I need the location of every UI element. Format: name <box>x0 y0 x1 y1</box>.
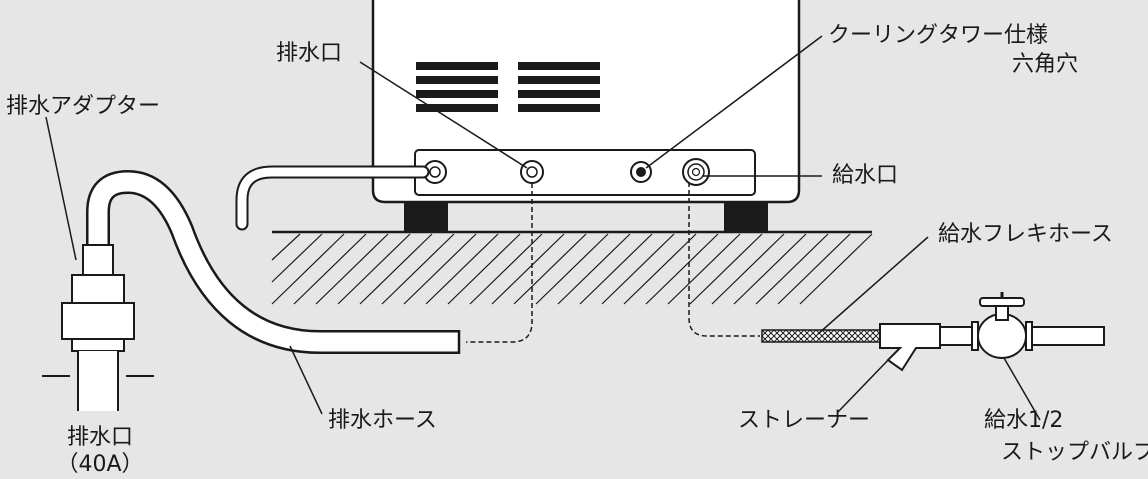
floor-hatch-line <box>271 233 345 305</box>
floor-hatch-line <box>689 233 763 305</box>
label-drain-adapter: 排水アダプター <box>6 94 161 119</box>
floor-hatch-line <box>315 233 389 305</box>
drain-hose <box>86 169 461 354</box>
floor-hatch-line <box>711 233 785 305</box>
floor-hatch-line <box>447 233 521 305</box>
label-supply-size: 給水1/2 <box>984 408 1064 433</box>
floor-hatch-line <box>667 233 741 305</box>
label-hex-hole: 六角穴 <box>1012 52 1079 77</box>
floor-hatch-line <box>513 233 587 305</box>
floor-hatch-line <box>491 233 565 305</box>
label-drain-hose: 排水ホース <box>328 408 437 433</box>
floor-hatch-line <box>623 233 697 305</box>
strainer-body <box>879 323 941 372</box>
floor-hatch-line <box>271 233 301 261</box>
floor-hatch-line <box>535 233 609 305</box>
label-stop-valve: ストップバルブ <box>1001 440 1148 465</box>
floor-hatch-line <box>733 233 807 305</box>
connection-lines <box>466 182 760 343</box>
port-left <box>423 160 447 184</box>
floor-hatch-line <box>293 233 367 305</box>
supply-piping <box>761 292 1105 372</box>
floor-hatch-line <box>557 233 631 305</box>
label-drain-port-top: 排水口 <box>276 41 343 66</box>
machine-body <box>371 0 801 204</box>
machine-foot-left <box>404 202 448 232</box>
floor-hatch-line <box>579 233 653 305</box>
water-inlet-port <box>682 158 710 186</box>
floor-hatch-line <box>381 233 455 305</box>
floor-hatch-line <box>755 233 829 305</box>
hex-hole-port <box>630 161 652 183</box>
drain-adapter <box>42 244 154 411</box>
floor-hatch-line <box>799 233 873 305</box>
label-drain-size: （40A） <box>56 452 144 477</box>
floor-hatch-line <box>469 233 543 305</box>
floor <box>271 230 873 305</box>
leader-lines <box>45 35 1041 421</box>
valve-handle <box>979 297 1025 307</box>
machine-foot-right <box>724 202 768 232</box>
label-water-inlet: 給水口 <box>832 163 899 188</box>
drain-port <box>520 160 544 184</box>
floor-hatch-line <box>403 233 477 305</box>
label-supply-flex-hose: 給水フレキホース <box>938 222 1113 247</box>
floor-hatch-line <box>271 233 323 283</box>
label-drain-port-bottom: 排水口 <box>66 425 133 450</box>
label-strainer: ストレーナー <box>738 408 871 433</box>
floor-hatch-line <box>337 233 411 305</box>
floor-hatch-line <box>601 233 675 305</box>
floor-hatch-line <box>359 233 433 305</box>
label-cooling-tower-spec: クーリングタワー仕様 <box>828 23 1049 48</box>
floor-hatch-line <box>777 233 851 305</box>
floor-hatch-line <box>425 233 499 305</box>
floor-hatch-line <box>645 233 719 305</box>
